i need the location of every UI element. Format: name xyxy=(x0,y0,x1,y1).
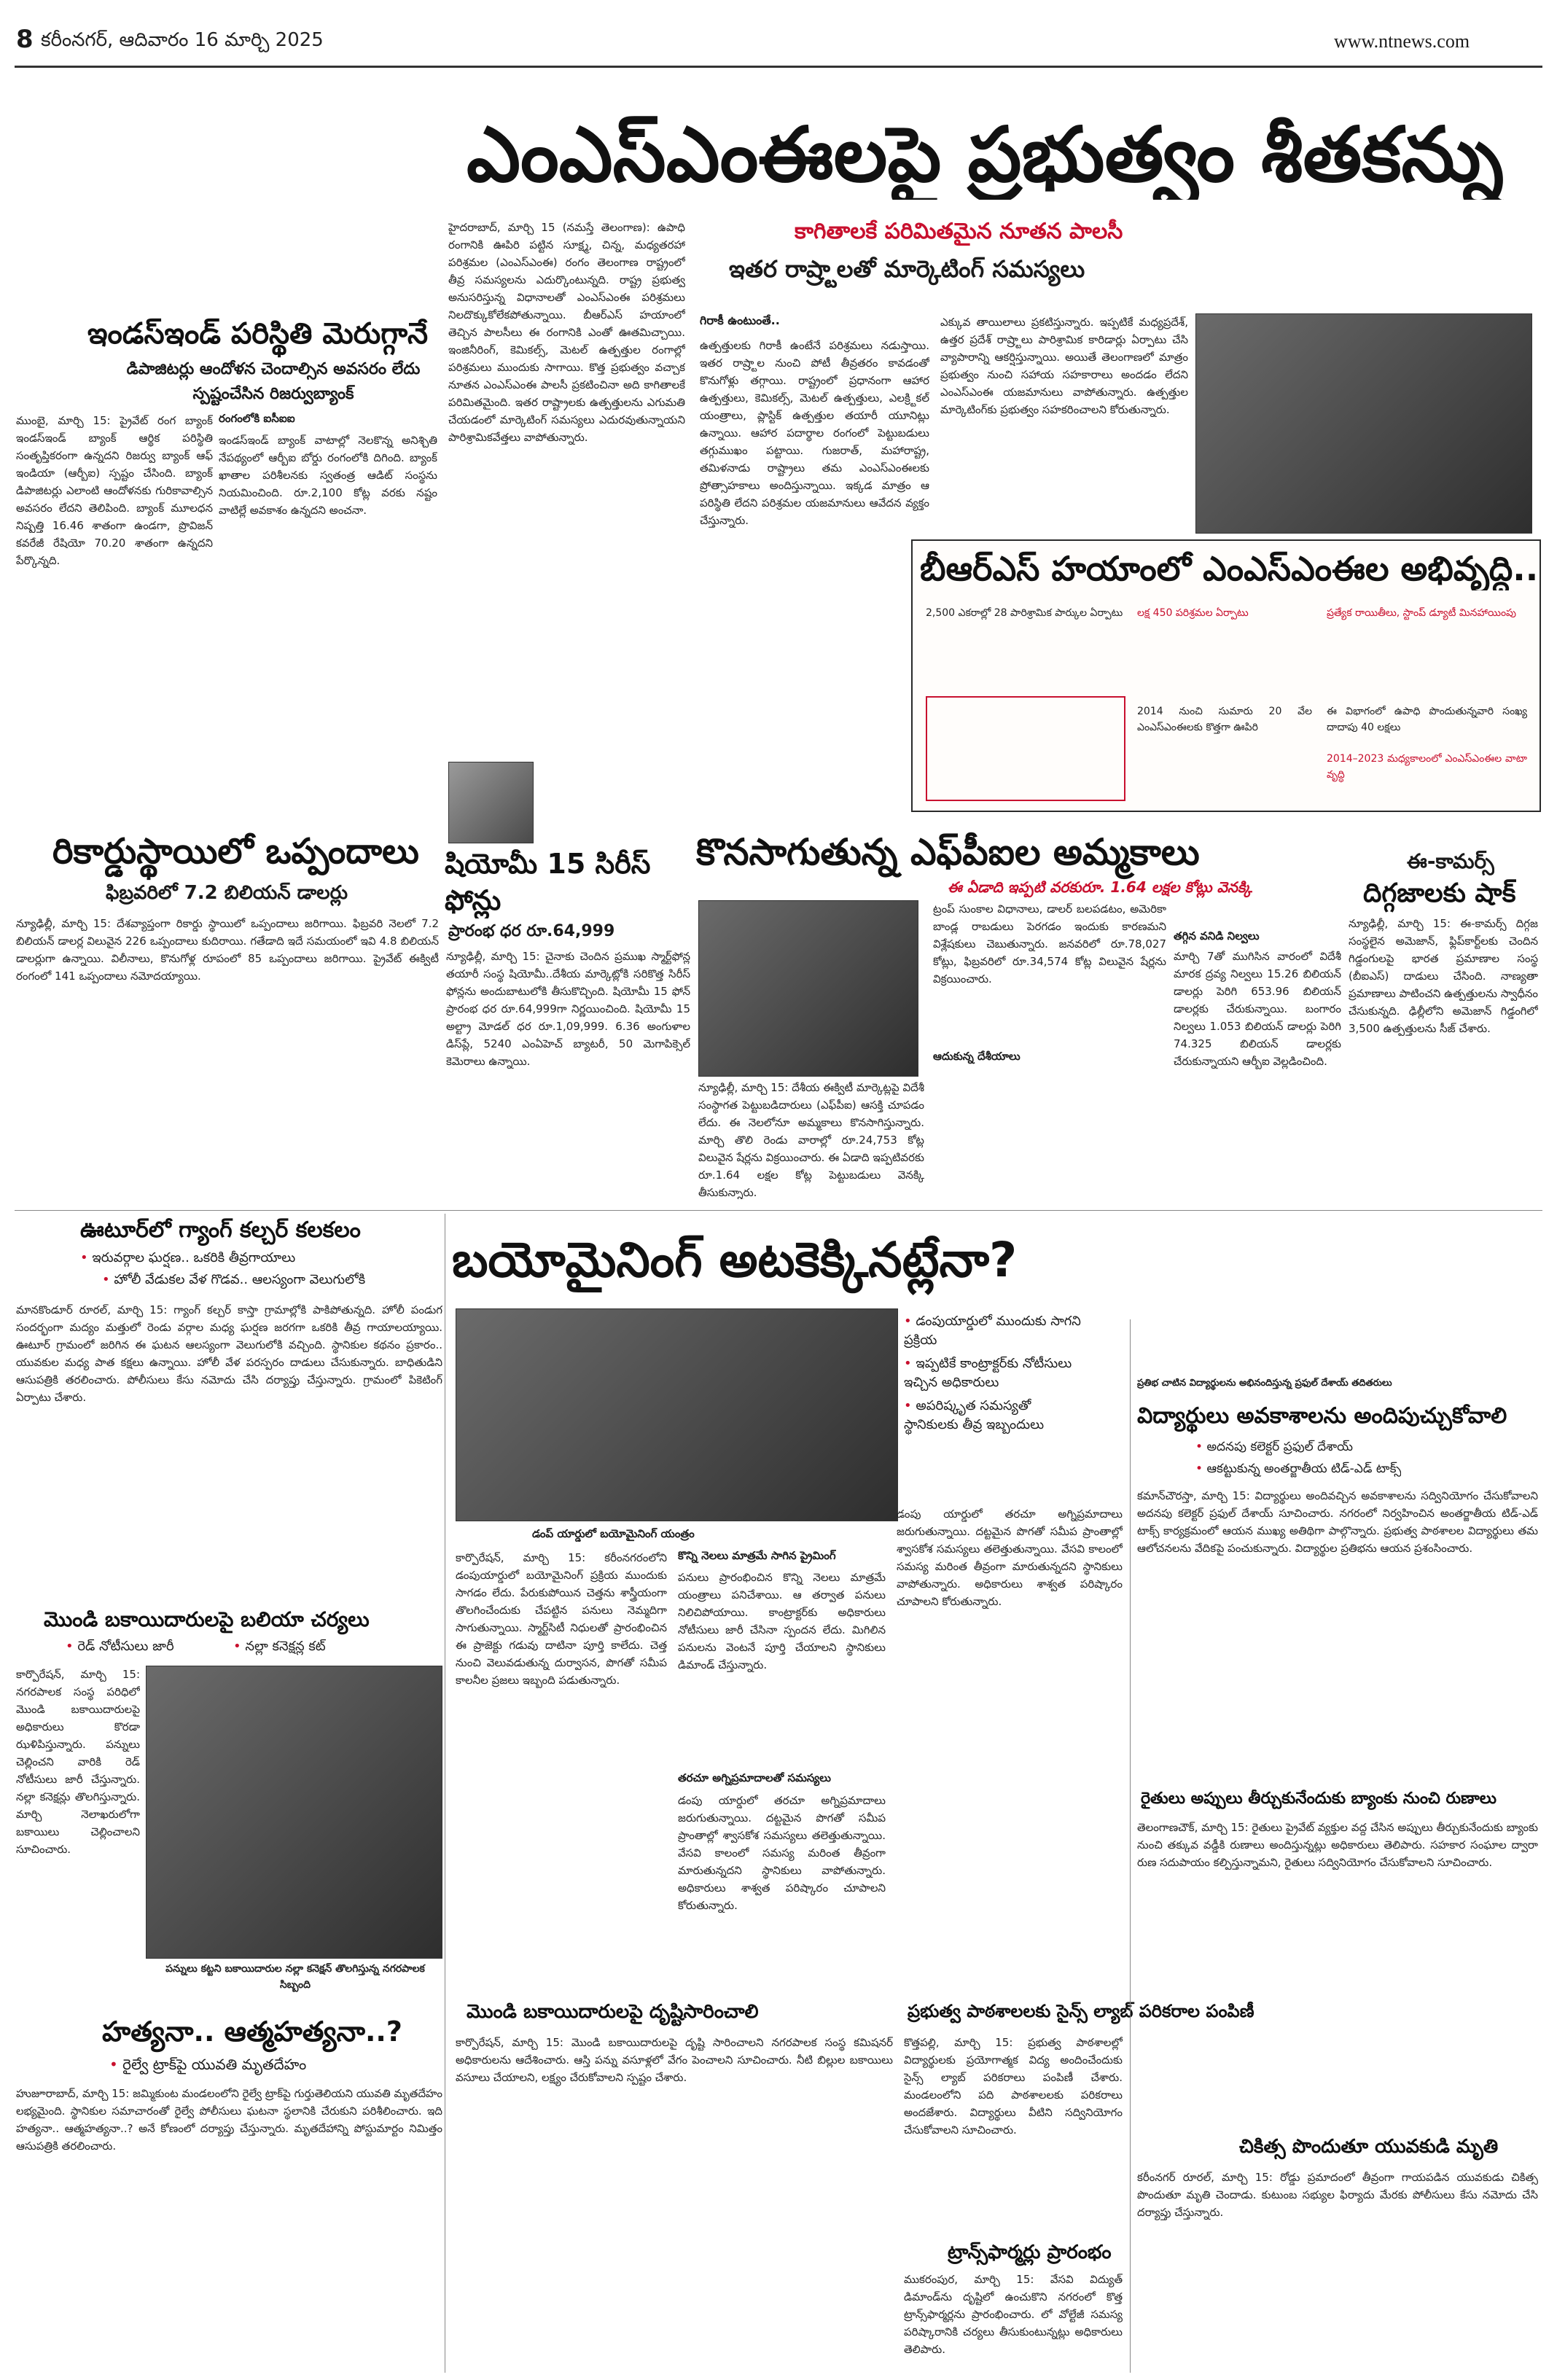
fpi-side-head-1: తగ్గిన వనిడి నిల్వలు xyxy=(1174,929,1260,943)
transformer-body: ముకరంపుర, మార్చి 15: వేసవి విద్యుత్‌ డిమ… xyxy=(904,2273,1123,2356)
brs-item-3: ప్రత్యేక రాయితీలు, స్టాంప్‌ డ్యూటీ మినహా… xyxy=(1327,607,1517,619)
students-body: కమాన్‌చౌరస్తా, మార్చి 15: విద్యార్థులు అ… xyxy=(1137,1489,1538,1555)
bio-bullets: డంపుయార్డులో ముందుకు సాగని ప్రక్రియ ఇప్ప… xyxy=(904,1312,1086,1439)
indusind-body: ముంబై, మార్చి 15: ప్రైవేట్‌ రంగ బ్యాంక్‌… xyxy=(16,414,213,567)
farmers-body: తెలంగాణచౌక్‌, మార్చి 15: రైతులు ప్రైవేట్… xyxy=(1137,1821,1538,1869)
outer-bullet-1: ఇరువర్గాల ఘర్షణ.. ఒకరికి తీవ్రగాయాలు xyxy=(80,1250,295,1268)
divider-mid xyxy=(15,1210,1542,1211)
lead-body-col1: హైదరాబాద్‌, మార్చి 15 (నమస్తే తెలంగాణ): … xyxy=(448,221,685,444)
transformer-headline: ట్రాన్స్‌ఫార్మర్లు ప్రారంభం xyxy=(948,2242,1112,2263)
suicide-bullet-1: రైల్వే ట్రాక్‌పై యువతి మృతదేహం xyxy=(109,2056,306,2077)
brs-item-2: లక్ష 450 పరిశ్రమల ఏర్పాటు xyxy=(1137,607,1249,619)
ecom-headline: దిగ్గజాలకు షాక్‌ xyxy=(1363,878,1516,908)
indusind-headline: ఇండస్‌ఇండ్‌ పరిస్థితి మెరుగ్గానే xyxy=(87,317,429,351)
lead-subhead-1: కాగితాలకే పరిమితమైన నూతన పాలసీ xyxy=(795,219,1123,244)
mondi-bullet-1: రెడ్‌ నోటీసులు జారీ xyxy=(66,1639,173,1657)
xiaomi-headline: షియోమీ 15 సిరీస్‌ ఫోన్లు xyxy=(445,848,651,916)
suicide-headline: హత్యనా.. ఆత్మహత్యనా..? xyxy=(102,2016,402,2048)
students-kicker: ప్రతిభ చాటిన విద్యార్థులను అభినందిస్తున్… xyxy=(1137,1378,1392,1389)
col-rule-right xyxy=(1130,1319,1131,2373)
mondi-photo xyxy=(146,1666,442,1959)
mondi-headline: మొండి బకాయిదారులపై బలియా చర్యలు xyxy=(44,1607,370,1631)
death-body: కరీంనగర్‌ రూరల్‌, మార్చి 15: రోడ్డు ప్రమ… xyxy=(1137,2171,1538,2219)
indusind-subhead: డిపాజిటర్లు ఆందోళన చెందాల్సిన అవసరం లేదు… xyxy=(126,360,421,403)
lead-headline: ఎంఎస్‌ఎంఈలపై ప్రభుత్వం శీతకన్ను xyxy=(467,110,1504,199)
ecom-body: న్యూఢిల్లీ, మార్చి 15: ఈ-కామర్స్‌ దిగ్గజ… xyxy=(1349,917,1538,1035)
schools-headline: ప్రభుత్వ పాఠశాలలకు సైన్స్‌ ల్యాబ్‌ పరికర… xyxy=(908,2001,1254,2021)
xiaomi-body: న్యూఢిల్లీ, మార్చి 15: చైనాకు చెందిన ప్ర… xyxy=(446,950,690,1068)
bio-bullet-1: డంపుయార్డులో ముందుకు సాగని ప్రక్రియ xyxy=(904,1312,1086,1350)
dateline: కరీంనగర్, ఆదివారం 16 మార్చి 2025 xyxy=(41,29,324,51)
bio-caption: డంప్‌ యార్డులో బయోమైనింగ్‌ యంత్రం xyxy=(532,1527,695,1540)
lead-body-col2: ఉత్పత్తులకు గిరాకీ ఉంటేనే పరిశ్రమలు నడుస… xyxy=(700,339,929,527)
bio-body-col3: డంపు యార్డులో తరచూ అగ్నిప్రమాదాలు జరుగుత… xyxy=(678,1794,886,1912)
ecom-tag: ఈ-కామర్స్‌ xyxy=(1407,849,1494,873)
outer-bullet-2: హోలీ వేడుకల వేళ గొడవ.. ఆలస్యంగా వెలుగులో… xyxy=(102,1272,365,1290)
bio-body-col1: కార్పొరేషన్‌, మార్చి 15: కరీంనగరంలోని డం… xyxy=(456,1551,667,1687)
bio-photo xyxy=(456,1308,898,1521)
fpi-photo xyxy=(698,900,918,1077)
record-subhead: ఫిబ్రవరిలో 7.2 బిలియన్‌ డాలర్లు xyxy=(106,882,348,904)
fpi-side-head-2: ఆదుకున్న దేశీయాలు xyxy=(933,1050,1021,1063)
farmers-headline: రైతులు అప్పులు తీర్చుకునేందుకు బ్యాంకు న… xyxy=(1141,1790,1496,1808)
lead-body-col3: ఎక్కువ తాయిలాలు ప్రకటిస్తున్నారు. ఇప్పటి… xyxy=(940,316,1188,416)
mondi-caption: పన్నులు కట్టని బకాయిదారుల నల్లా కనెక్షన్… xyxy=(165,1963,425,1991)
suicide-body: హుజూరాబాద్‌, మార్చి 15: జమ్మికుంట మండలంల… xyxy=(16,2087,442,2153)
brs-callout xyxy=(926,696,1125,801)
bio-body-col4: డంపు యార్డులో తరచూ అగ్నిప్రమాదాలు జరుగుత… xyxy=(897,1507,1123,1608)
bio-body-col2: పనులు ప్రారంభించిన కొన్ని నెలలు మాత్రమే … xyxy=(678,1571,886,1671)
record-body: న్యూఢిల్లీ, మార్చి 15: దేశవ్యాప్తంగా రిక… xyxy=(16,917,439,983)
fpi-side-body: మార్చి 7తో ముగిసిన వారంలో విదేశీ మారక ద్… xyxy=(1174,950,1341,1068)
outer-body: మానకొండూర్‌ రూరల్‌, మార్చి 15: గ్యాంగ్‌ … xyxy=(16,1303,442,1404)
fpi-headline: కొనసాగుతున్న ఎఫ్‌పీఐల అమ్మకాలు xyxy=(696,831,1200,873)
brs-item-5: ఈ విభాగంలో ఉపాధి పొందుతున్నవారి సంఖ్య దా… xyxy=(1327,706,1527,733)
mondi-bullet-2: నల్లా కనెక్షన్ల కట్‌ xyxy=(233,1639,325,1657)
bio-headline: బయోమైనింగ్‌ అటకెక్కినట్లేనా? xyxy=(452,1232,1018,1288)
students-bullet-2: ఆకట్టుకున్న అంతర్జాతీయ టిడ్‌-ఎడ్‌ టాక్స్… xyxy=(1195,1462,1401,1479)
fpi-body-col1: న్యూఢిల్లీ, మార్చి 15: దేశీయ ఈక్విటీ మార… xyxy=(698,1081,924,1199)
students-bullet-1: అదనపు కలెక్టర్‌ ప్రఫుల్‌ దేశాయ్‌ xyxy=(1195,1440,1353,1457)
lead-photo xyxy=(1195,313,1532,534)
xiaomi-photo xyxy=(448,762,534,843)
brs-item-4: 2014 నుంచి సుమారు 20 వేల ఎంఎస్‌ఎంఈలకు కొ… xyxy=(1137,706,1312,733)
bio-sub-1: కొన్ని నెలలు మాత్రమే సాగిన ప్రైమింగ్‌ xyxy=(678,1549,836,1562)
page-number: 8 xyxy=(16,25,34,54)
bio-bullet-2: ఇప్పటికే కాంట్రాక్టర్‌కు నోటీసులు ఇచ్చిన… xyxy=(904,1354,1086,1392)
indusind-side-head: రంగంలోకి ఐసీఐఐ xyxy=(219,412,295,425)
website-url[interactable]: www.ntnews.com xyxy=(1334,31,1470,52)
death-headline: చికిత్స పొందుతూ యువకుడి మృతి xyxy=(1239,2136,1499,2158)
fpi-subhead: ఈ ఏడాది ఇప్పటి వరకురూ. 1.64 లక్షల కోట్లు… xyxy=(948,878,1252,896)
xiaomi-subhead: ప్రారంభ ధర రూ.64,999 xyxy=(448,922,615,940)
bio-bullet-3: అపరిష్కృత సమస్యతో స్థానికులకు తీవ్ర ఇబ్బ… xyxy=(904,1397,1086,1435)
masthead-rule xyxy=(15,66,1542,68)
record-headline: రికార్డుస్థాయిలో ఒప్పందాలు xyxy=(52,831,419,872)
mondi2-headline: మొండి బకాయిదారులపై దృష్టిసారించాలి xyxy=(467,2001,759,2023)
lead-subhead-2: ఇతర రాష్ర్టాలతో మార్కెటింగ్‌ సమస్యలు xyxy=(729,255,1085,283)
brs-item-6: 2014–2023 మధ్యకాలంలో ఎంఎస్‌ఎంఈల వాటా వృద… xyxy=(1327,753,1527,781)
outer-headline: ఊటూర్‌లో గ్యాంగ్‌ కల్చర్‌ కలకలం xyxy=(80,1217,361,1243)
indusind-side-body: ఇండస్‌ఇండ్‌ బ్యాంక్‌ వాటాల్లో నెలకొన్న అ… xyxy=(219,434,437,517)
lead-subhead-gram: గిరాకీ ఉంటుంతే.. xyxy=(700,313,780,327)
brs-item-1: 2,500 ఎకరాల్లో 28 పారిశ్రామిక పార్కుల ఏర… xyxy=(926,607,1123,619)
bio-sub-2: తరచూ అగ్నిప్రమాదాలతో సమస్యలు xyxy=(678,1771,831,1784)
fpi-body-col2: ట్రంప్‌ సుంకాల విధానాలు, డాలర్‌ బలపడటం, … xyxy=(933,902,1166,986)
brs-headline: బీఆర్‌ఎస్‌ హయాంలో ఎంఎస్‌ఎంఈల అభివృద్ధి.. xyxy=(920,549,1539,588)
brs-infobox xyxy=(911,539,1541,812)
mondi-body: కార్పొరేషన్‌, మార్చి 15: నగరపాలక సంస్థ ప… xyxy=(16,1668,140,1856)
schools-body: కొత్తపల్లి, మార్చి 15: ప్రభుత్వ పాఠశాలల్… xyxy=(904,2036,1123,2137)
students-headline: విద్యార్థులు అవకాశాలను అందిపుచ్చుకోవాలి xyxy=(1137,1403,1507,1429)
mondi2-body: కార్పొరేషన్‌, మార్చి 15: మొండి బకాయిదారు… xyxy=(456,2036,893,2084)
